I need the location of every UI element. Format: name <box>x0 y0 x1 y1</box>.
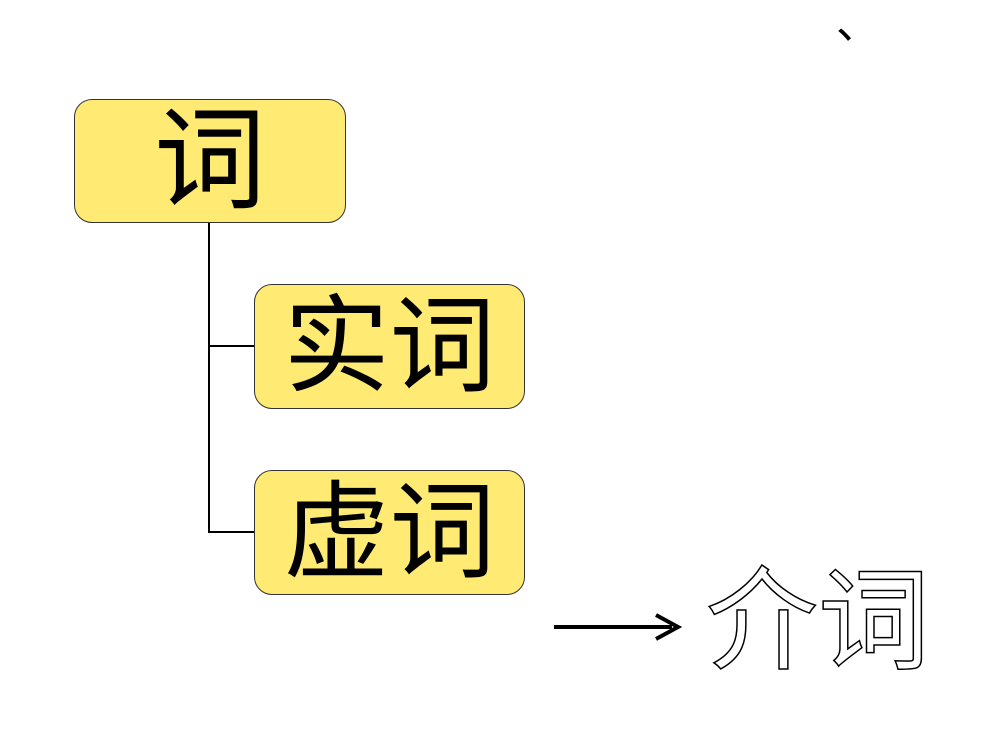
corner-mark: 、 <box>836 0 880 49</box>
child-node-label: 实词 <box>283 284 496 408</box>
child-node-box-function-words: 虚词 <box>254 470 525 595</box>
child-node-label: 虚词 <box>283 470 496 594</box>
result-node-label: 介词 <box>705 557 931 687</box>
tree-connector-vertical <box>208 223 210 533</box>
tree-connector-branch-2 <box>208 531 254 533</box>
tree-connector-branch-1 <box>208 345 254 347</box>
root-node-box: 词 <box>74 99 346 223</box>
child-node-box-content-words: 实词 <box>254 284 525 409</box>
right-arrow-icon <box>554 613 682 641</box>
root-node-label: 词 <box>154 96 266 226</box>
